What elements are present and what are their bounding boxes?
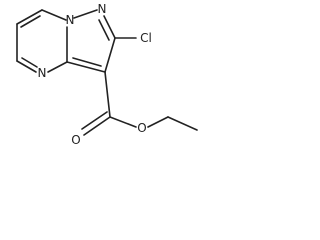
- atom-o-ester: O: [137, 121, 146, 135]
- bond-ch2-ch3: [167, 116, 198, 131]
- bond-npz-c2-inner: [98, 19, 110, 41]
- chemical-structure-diagram: N N N Cl O O: [16, 2, 198, 147]
- bond-npyr-c3a: [47, 61, 68, 73]
- atom-n-pyrimidine: N: [38, 66, 47, 80]
- bond-nbridge-npz: [73, 9, 98, 19]
- atom-labels: N N N Cl O O: [38, 2, 152, 147]
- bond-c3-ccarbonyl: [104, 71, 111, 118]
- bond-ccarbonyl-ocarbonyl-inner: [81, 111, 108, 130]
- bond-ctop-cupperleft: [16, 9, 43, 25]
- bond-clowerleft-npyr: [16, 60, 37, 73]
- bond-nbridge-ctop: [41, 9, 67, 21]
- pyrimidine-ring: [16, 9, 68, 73]
- bond-clowerleft-npyr-inner: [21, 57, 38, 68]
- bond-c3-c3a: [66, 61, 106, 73]
- bond-ccarbonyl-oester: [109, 116, 137, 128]
- atom-o-carbonyl: O: [71, 133, 80, 147]
- bond-c3-c3a-inner: [72, 57, 102, 67]
- bond-npz-c2: [103, 15, 116, 39]
- bond-oester-ch2: [147, 116, 169, 128]
- bond-ccarbonyl-ocarbonyl: [83, 116, 111, 136]
- atom-cl: Cl: [140, 31, 152, 45]
- bond-c2-c3: [104, 37, 116, 73]
- substituents: [81, 37, 198, 136]
- atom-n-pyrazole: N: [98, 2, 107, 16]
- pyrazole-ring: [66, 9, 116, 73]
- atom-n-bridge: N: [66, 13, 75, 27]
- bond-ctop-cupperleft-inner: [20, 15, 41, 28]
